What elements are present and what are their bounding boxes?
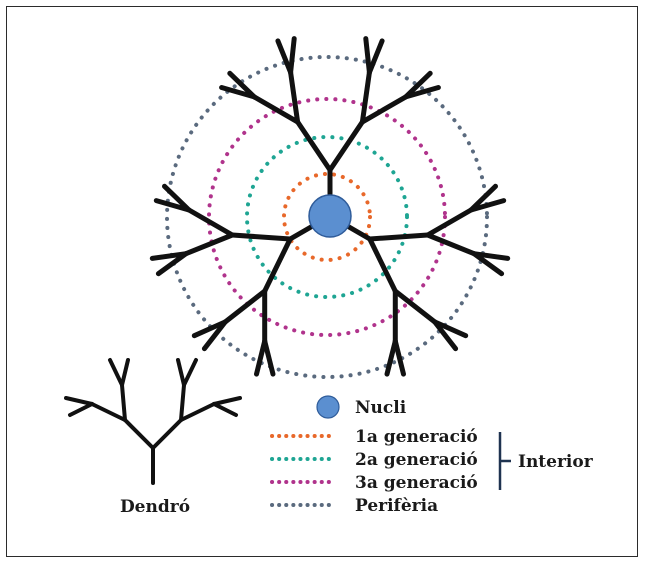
- branch-segment: [229, 232, 293, 242]
- ring-periphery: [165, 55, 489, 379]
- branch-segment: [432, 319, 459, 352]
- branch-segment: [295, 119, 333, 173]
- legend-label-generation3: 3a generació: [355, 473, 478, 493]
- branch-segment: [367, 236, 398, 294]
- branch-segment: [403, 70, 433, 100]
- ring-generation3: [207, 97, 447, 337]
- branch-segment: [222, 288, 268, 325]
- branch-segment: [186, 207, 235, 238]
- legend-label-core: Nucli: [355, 398, 407, 418]
- legend-core-symbol: [316, 395, 340, 419]
- branch-segment: [392, 338, 406, 377]
- ring-generation2: [245, 135, 409, 299]
- branch-segment: [403, 85, 441, 100]
- branch-segment: [288, 69, 301, 125]
- branch-segment: [384, 338, 398, 377]
- branch-segment: [432, 319, 469, 339]
- branch-segment: [153, 198, 192, 213]
- branch-segment: [471, 251, 511, 261]
- branch-segment: [287, 223, 316, 242]
- dendron-illustration: [64, 358, 242, 485]
- branch-segment: [219, 85, 257, 100]
- branch-segment: [425, 232, 477, 257]
- interior-label: Interior: [518, 452, 594, 472]
- core-nucleus: [308, 194, 352, 238]
- branch-segment: [366, 38, 385, 75]
- branch-segment: [288, 36, 297, 75]
- branch-segment: [359, 94, 409, 125]
- branch-segment: [251, 94, 301, 125]
- branch-segment: [468, 198, 507, 213]
- branch-segment: [191, 319, 228, 339]
- branch-segment: [149, 251, 189, 261]
- branch-segment: [155, 251, 189, 277]
- branch-segment: [162, 183, 192, 213]
- dendron-label: Dendró: [120, 497, 190, 517]
- branch-segment: [183, 232, 235, 257]
- branch-segment: [254, 338, 268, 377]
- dendrimer-branches: [149, 36, 511, 377]
- branch-segment: [344, 223, 373, 242]
- branch-segment: [275, 38, 294, 75]
- ring-generation1: [282, 172, 372, 262]
- branch-segment: [425, 207, 474, 238]
- branch-segment: [363, 36, 372, 75]
- legend: Nucli 1a generació 2a generació 3a gener…: [270, 395, 594, 516]
- branch-segment: [262, 338, 276, 377]
- branch-segment: [392, 288, 438, 325]
- branch-segment: [327, 119, 365, 173]
- branch-segment: [359, 69, 372, 125]
- branch-segment: [468, 183, 498, 213]
- legend-label-generation1: 1a generació: [355, 427, 478, 447]
- figure-frame: [6, 6, 638, 557]
- branch-segment: [227, 70, 257, 100]
- branch-segment: [367, 232, 431, 242]
- branch-segment: [262, 236, 293, 294]
- legend-label-generation2: 2a generació: [355, 450, 478, 470]
- branch-segment: [471, 251, 505, 277]
- branch-segment: [201, 319, 228, 352]
- legend-label-periphery: Perifèria: [355, 496, 438, 516]
